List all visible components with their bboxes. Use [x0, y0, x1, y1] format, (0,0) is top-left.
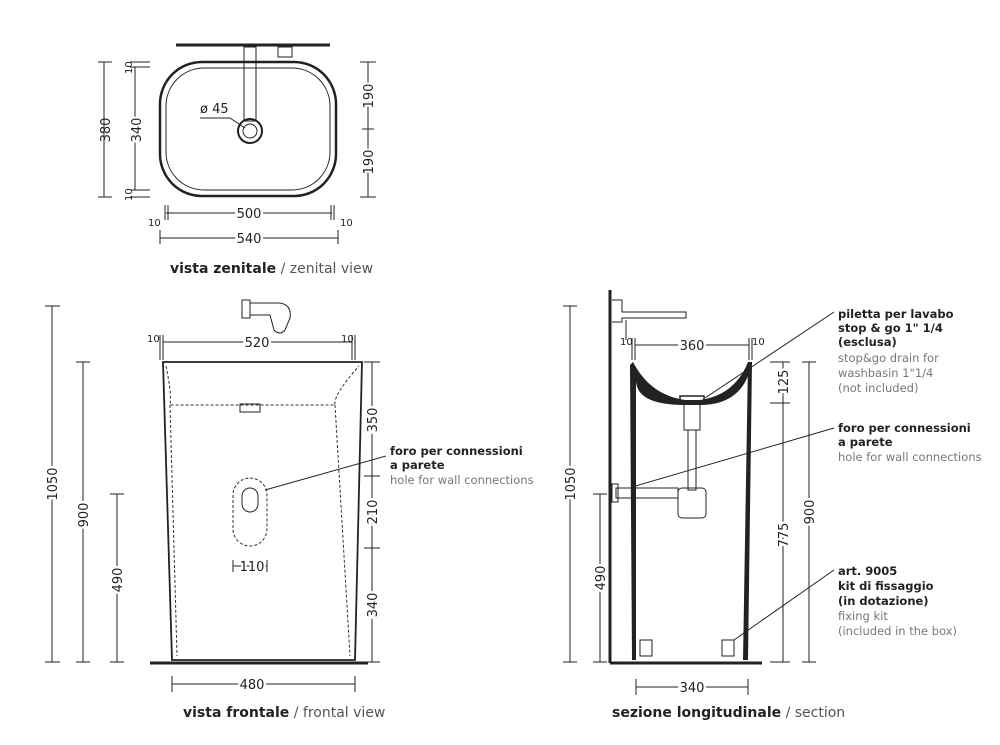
diam-leader	[200, 117, 246, 129]
siphon	[677, 487, 707, 519]
dim-10-right: 10	[752, 337, 765, 348]
svg-text:piletta per lavabo: piletta per lavabo	[838, 307, 954, 321]
dim-110: 110	[240, 560, 265, 575]
basin-inner-outline	[165, 67, 331, 191]
zenital-caption: vista zenitale / zenital view	[170, 261, 373, 277]
dim-10-left: 10	[148, 218, 161, 229]
spout	[243, 46, 257, 122]
dim-10-left: 10	[147, 334, 160, 345]
dim-360: 360	[680, 339, 705, 354]
svg-text:kit di fissaggio: kit di fissaggio	[838, 579, 934, 593]
frontal-caption: vista frontale / frontal view	[183, 705, 385, 721]
fixing-kit-right	[721, 639, 735, 657]
dim-520: 520	[245, 336, 270, 351]
svg-text:hole for wall connections: hole for wall connections	[838, 450, 982, 464]
dim-210: 210	[366, 500, 381, 525]
fixing-kit-left	[639, 639, 653, 657]
wall-pipe	[615, 487, 679, 499]
drain-body	[683, 403, 701, 431]
faucet-body	[277, 46, 293, 58]
annotation-wall-hole: foro per connessioni a parete hole for w…	[838, 421, 982, 464]
basin-section-right	[743, 362, 752, 660]
dim-480: 480	[240, 678, 265, 693]
basin-section-top	[630, 362, 752, 660]
annotation-wall-hole-it-1: foro per connessioni	[390, 444, 523, 458]
dim-380: 380	[99, 118, 114, 143]
svg-text:washbasin 1"1/4: washbasin 1"1/4	[838, 366, 933, 380]
dim-900: 900	[803, 500, 818, 525]
svg-text:stop&go drain for: stop&go drain for	[838, 351, 939, 365]
section-view: 360 10 10 1050 490 125 775 900 340 pilet…	[562, 290, 982, 721]
dim-diameter: ø 45	[200, 102, 229, 117]
svg-text:(not included): (not included)	[838, 381, 918, 395]
dim-340: 340	[130, 118, 145, 143]
faucet-plate	[241, 299, 251, 319]
svg-text:stop & go 1" 1/4: stop & go 1" 1/4	[838, 321, 943, 335]
svg-text:art. 9005: art. 9005	[838, 564, 897, 578]
svg-text:foro per connessioni: foro per connessioni	[838, 421, 971, 435]
svg-text:a parete: a parete	[838, 435, 893, 449]
annotation-wall-hole-en: hole for wall connections	[390, 473, 534, 487]
annotation-fixing-kit: art. 9005 kit di fissaggio (in dotazione…	[838, 564, 957, 638]
section-caption: sezione longitudinale / section	[612, 705, 845, 721]
dim-340: 340	[680, 681, 705, 696]
dim-490: 490	[111, 568, 126, 593]
wall-connection-hole	[232, 477, 268, 547]
svg-text:(included in the box): (included in the box)	[838, 624, 957, 638]
dim-10-right: 10	[340, 218, 353, 229]
dim-125: 125	[777, 370, 792, 395]
basin-front-outline	[162, 361, 363, 661]
dim-10-bottom: 10	[124, 188, 135, 201]
inner-hidden-line	[169, 404, 351, 657]
drain-pipe	[687, 429, 697, 491]
dim-1050: 1050	[46, 467, 61, 500]
bowl-hidden-line	[165, 365, 360, 406]
hole-inner	[241, 487, 259, 513]
overflow	[239, 403, 261, 413]
dim-1050: 1050	[564, 467, 579, 500]
dim-10-left: 10	[620, 337, 633, 348]
drain-inner	[242, 123, 258, 139]
annotation-drain: piletta per lavabo stop & go 1" 1/4 (esc…	[838, 307, 954, 395]
dim-775: 775	[777, 523, 792, 548]
basin-outline	[158, 60, 338, 198]
drain-circle	[237, 118, 263, 144]
dim-10-top: 10	[124, 61, 135, 74]
dim-490: 490	[594, 566, 609, 591]
faucet	[250, 302, 291, 334]
dim-900: 900	[77, 503, 92, 528]
dim-540: 540	[237, 232, 262, 247]
svg-text:(esclusa): (esclusa)	[838, 335, 897, 349]
svg-text:fixing kit: fixing kit	[838, 609, 888, 623]
dim-190-bottom: 190	[362, 150, 377, 175]
faucet-section	[612, 299, 687, 323]
wall-flange	[611, 483, 619, 503]
zenital-view: ø 45 380 340 10 10 190 190 500 10 10 540…	[98, 43, 379, 277]
dim-190-top: 190	[362, 84, 377, 109]
annotation-wall-hole-it-2: a parete	[390, 458, 445, 472]
dim-500: 500	[237, 207, 262, 222]
dim-10-right: 10	[341, 334, 354, 345]
frontal-view: 520 10 10 1050 900 490 350 210 340 110 4…	[44, 299, 534, 721]
dim-340: 340	[366, 593, 381, 618]
svg-text:(in dotazione): (in dotazione)	[838, 594, 929, 608]
dim-350: 350	[366, 408, 381, 433]
